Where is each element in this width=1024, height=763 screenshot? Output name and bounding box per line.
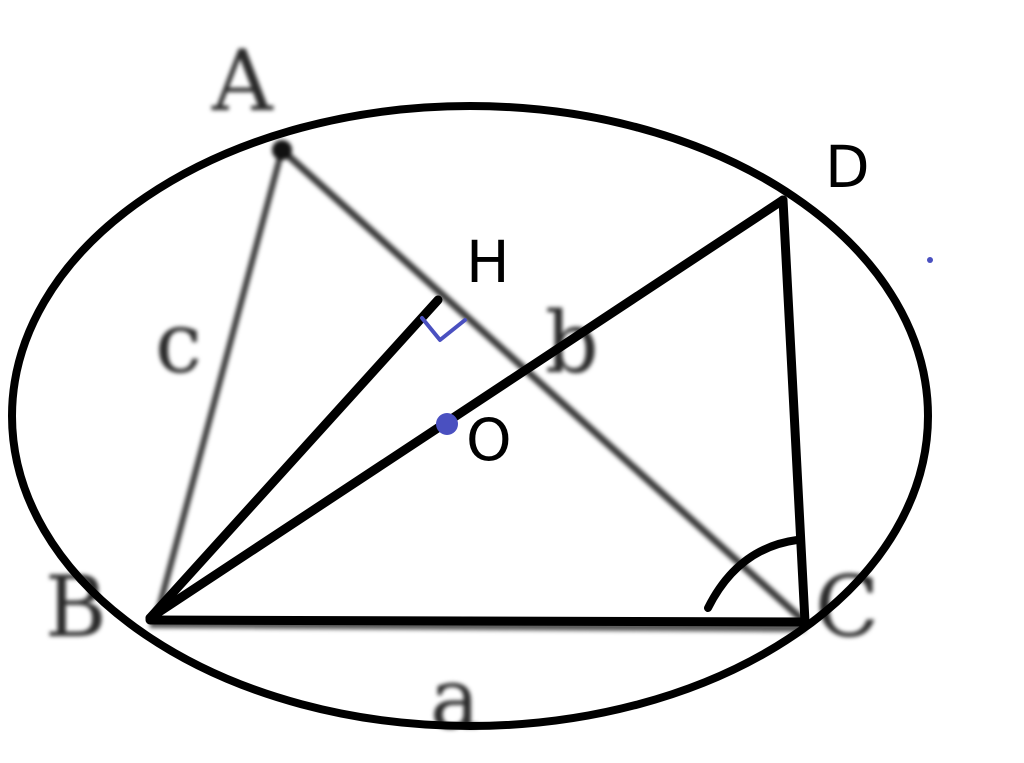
segment-bd [145,195,788,623]
label-a: A [211,32,274,130]
triangle-abc-faded: A B C c b a [45,32,879,748]
circumcircle [8,102,932,730]
stray-dot [927,257,933,263]
label-h: H [466,228,510,296]
segment-dc [778,195,810,627]
label-side-c: c [155,294,202,392]
label-side-a: a [430,650,480,748]
point-o-dot [436,413,458,435]
label-o: O [466,406,512,474]
side-ac [279,147,808,625]
segment-bh [145,295,443,623]
angle-c-arc [704,536,801,612]
right-angle-marker [420,316,467,342]
point-a-dot [272,140,292,160]
segment-bc [145,615,810,627]
label-d: D [825,133,870,201]
side-ab [155,149,285,613]
